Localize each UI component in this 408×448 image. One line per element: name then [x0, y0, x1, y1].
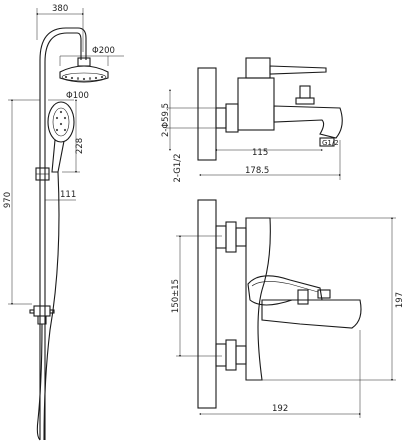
mixer-body-top — [237, 77, 275, 131]
mixer-lever-top — [269, 65, 327, 75]
overhead-shower-head — [59, 57, 109, 83]
mixer-body-front — [245, 217, 271, 381]
width-label: 192 — [272, 404, 288, 414]
height-label: 197 — [395, 292, 405, 308]
hand-height-label: 228 — [75, 138, 85, 154]
riser-pipe — [39, 27, 87, 440]
thread-label: 2-G1/2 — [173, 153, 183, 182]
hand-shower — [47, 101, 75, 173]
hose — [36, 323, 43, 441]
arm-width-label: 380 — [52, 4, 68, 14]
holder-offset-label: 111 — [60, 190, 76, 200]
hand-diameter-label: Φ100 — [66, 91, 89, 101]
head-diameter-label: Φ200 — [92, 46, 115, 56]
mixer-lever-front — [247, 275, 323, 306]
outlet-thread-label: G1/2 — [322, 139, 339, 147]
total-height-label: 970 — [3, 192, 13, 208]
spout-top — [273, 105, 343, 139]
total-depth-label: 178.5 — [245, 166, 269, 176]
mixer-front-view: 150±15 197 192 — [171, 199, 405, 418]
inlet-spacing-label: 2-Φ59.5 — [161, 103, 171, 137]
spout-front — [261, 299, 362, 329]
wall-section-top — [197, 67, 217, 161]
spout-reach-label: 115 — [252, 148, 268, 158]
mixer-top-view: G1/2 2-Φ59.5 2-G1/2 115 178.5 — [161, 57, 343, 183]
wall-section-front — [197, 199, 217, 409]
diverter-valve — [29, 305, 55, 325]
inlet-offset-label: 150±15 — [171, 279, 181, 313]
shower-set: 380 Φ200 — [3, 4, 124, 441]
